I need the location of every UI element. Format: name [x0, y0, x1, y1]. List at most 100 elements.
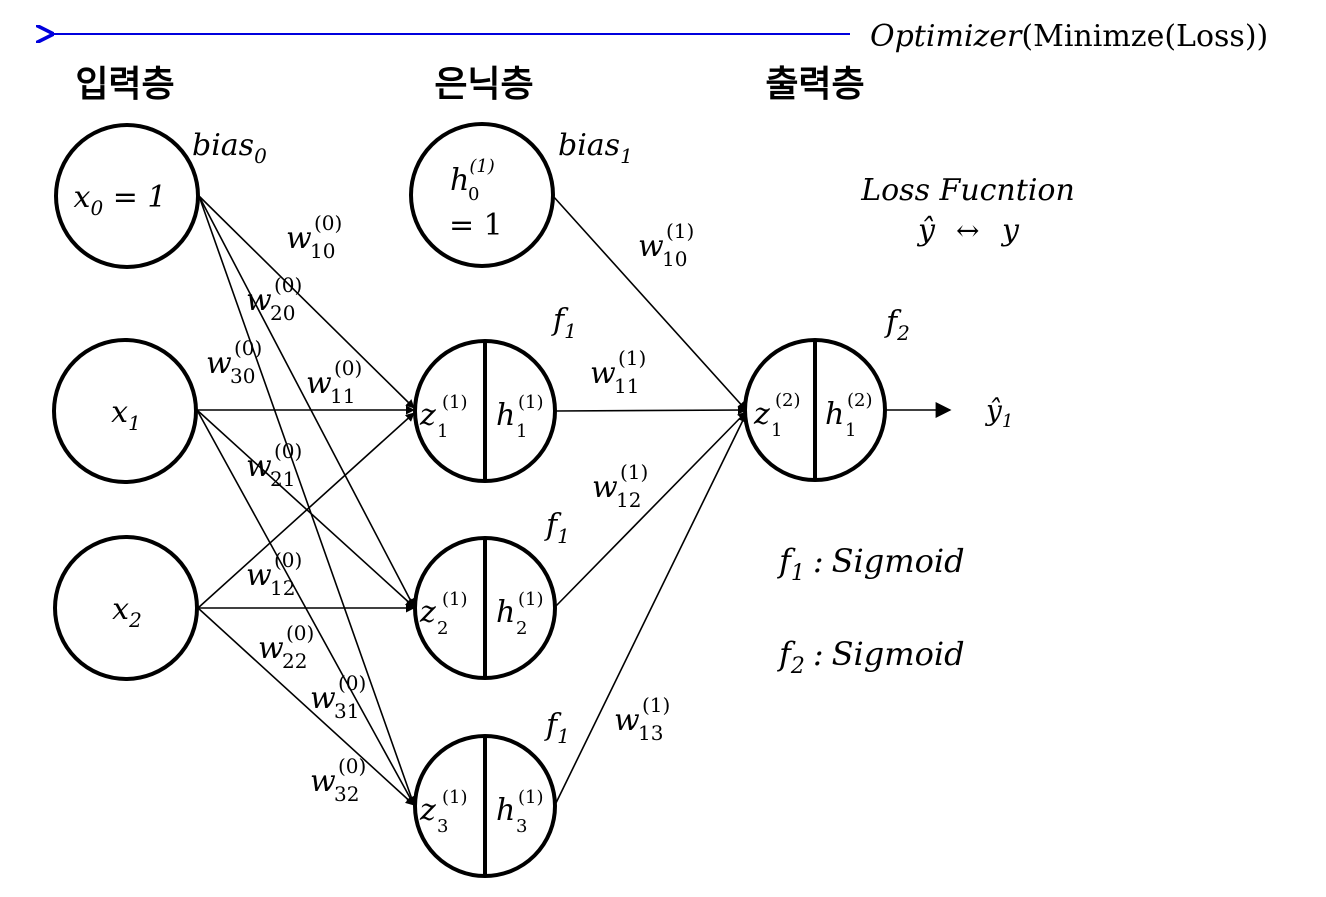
- svg-text:(1): (1): [518, 589, 544, 610]
- z2-label: z: [419, 595, 436, 630]
- svg-text:(1): (1): [666, 219, 694, 243]
- svg-text:w: w: [246, 558, 272, 593]
- svg-text:22: 22: [282, 649, 307, 673]
- svg-text:21: 21: [270, 467, 295, 491]
- svg-text:(1): (1): [620, 460, 648, 484]
- svg-text:(1): (1): [642, 693, 670, 717]
- svg-text:1: 1: [771, 420, 782, 441]
- z-out-label: z: [753, 397, 770, 432]
- svg-text:w: w: [206, 346, 232, 381]
- edge-h2-out: [554, 411, 747, 608]
- svg-text:1: 1: [437, 421, 448, 442]
- weight-w12-0: w (0) 12: [246, 548, 302, 600]
- h2-label: h: [496, 595, 515, 630]
- svg-text:(2): (2): [775, 390, 801, 411]
- svg-text:31: 31: [334, 699, 359, 723]
- node-h0-label: h(1): [450, 156, 495, 198]
- svg-text:(1): (1): [518, 787, 544, 808]
- svg-text:(1): (1): [442, 392, 468, 413]
- input-layer-title: 입력층: [75, 64, 174, 105]
- svg-text:w: w: [246, 283, 272, 318]
- weight-w11-1: w (1) 11: [590, 346, 646, 398]
- activation-f1-b: f1: [544, 508, 570, 548]
- hidden-node-2: z (1) 2 h (1) 2: [413, 536, 557, 680]
- loss-title: Loss Fucntion: [860, 173, 1075, 208]
- svg-text:32: 32: [334, 782, 359, 806]
- svg-text:w: w: [310, 681, 336, 716]
- legend-f1: f1:Sigmoid: [777, 542, 965, 586]
- weight-w10-0: w (0) 10: [286, 211, 342, 263]
- svg-text:3: 3: [437, 816, 448, 837]
- node-x0-label: x0 = 1: [74, 180, 167, 220]
- output-yhat: ŷ1: [984, 394, 1013, 432]
- edge-x0-z1: [198, 195, 415, 409]
- loss-yhat: ŷ: [916, 213, 936, 248]
- svg-text:(0): (0): [338, 754, 366, 778]
- weight-w32-0: w (0) 32: [310, 754, 366, 806]
- svg-text:3: 3: [516, 816, 527, 837]
- weight-w12-1: w (1) 12: [592, 460, 648, 512]
- h3-label: h: [496, 793, 515, 828]
- z1-label: z: [419, 398, 436, 433]
- bias0-label: bias0: [192, 128, 267, 168]
- svg-text:w: w: [306, 366, 332, 401]
- svg-text:w: w: [638, 229, 664, 264]
- activation-f2: f2: [884, 305, 910, 345]
- svg-text:1: 1: [845, 420, 856, 441]
- node-x2-label: x2: [112, 592, 142, 632]
- svg-text:(0): (0): [338, 671, 366, 695]
- weight-w13-1: w (1) 13: [614, 693, 670, 745]
- svg-text:12: 12: [616, 488, 641, 512]
- edge-h3-out: [554, 413, 747, 806]
- edge-h0-out: [552, 195, 747, 411]
- svg-text:(1): (1): [442, 589, 468, 610]
- svg-text:(0): (0): [274, 273, 302, 297]
- weight-w22-0: w (0) 22: [258, 621, 314, 673]
- edge-x1-z2: [196, 409, 415, 608]
- output-layer-title: 출력층: [765, 64, 864, 105]
- hidden-node-1: z (1) 1 h (1) 1: [413, 339, 557, 483]
- edge-x0-z2: [198, 195, 415, 608]
- node-x1-label: x1: [111, 395, 141, 435]
- z3-label: z: [419, 793, 436, 828]
- svg-text:30: 30: [230, 364, 255, 388]
- node-h0: [409, 122, 555, 268]
- svg-text:w: w: [310, 764, 336, 799]
- svg-text:(0): (0): [286, 621, 314, 645]
- bias1-label: bias1: [558, 128, 633, 168]
- node-h0-line2: = 1: [449, 208, 503, 243]
- svg-text:12: 12: [270, 576, 295, 600]
- optimizer-label: Optimizer(Minimze(Loss)): [870, 19, 1268, 54]
- weight-w31-0: w (0) 31: [310, 671, 366, 723]
- edge-x2-z1: [197, 412, 415, 609]
- svg-text:2: 2: [516, 618, 527, 639]
- svg-text:(1): (1): [618, 346, 646, 370]
- loss-arrow: ↔: [956, 214, 979, 247]
- node-x1: [52, 338, 198, 484]
- input-hidden-edges: [196, 195, 416, 806]
- node-h0-sub: 0: [468, 184, 479, 205]
- svg-text:(0): (0): [274, 439, 302, 463]
- weight-w20-0: w (0) 20: [246, 273, 302, 325]
- loss-y: y: [1000, 213, 1020, 248]
- weight-w30-0: w (0) 30: [206, 336, 262, 388]
- node-x0: [54, 123, 200, 269]
- svg-text:w: w: [592, 470, 618, 505]
- activation-f1-c: f1: [544, 708, 570, 748]
- h-out-label: h: [825, 397, 844, 432]
- hidden-layer-title: 은닉층: [434, 64, 533, 105]
- node-x2: [53, 535, 199, 681]
- svg-text:w: w: [246, 449, 272, 484]
- svg-text:13: 13: [638, 721, 663, 745]
- svg-text:(2): (2): [847, 390, 873, 411]
- svg-text:20: 20: [270, 301, 295, 325]
- weight-w11-0: w (0) 11: [306, 356, 362, 408]
- svg-text:11: 11: [330, 384, 355, 408]
- hidden-output-edges: [552, 195, 952, 806]
- svg-text:11: 11: [614, 374, 639, 398]
- edge-h1-out: [554, 405, 747, 415]
- svg-text:10: 10: [662, 247, 687, 271]
- hidden-node-3: z (1) 3 h (1) 3: [413, 734, 557, 878]
